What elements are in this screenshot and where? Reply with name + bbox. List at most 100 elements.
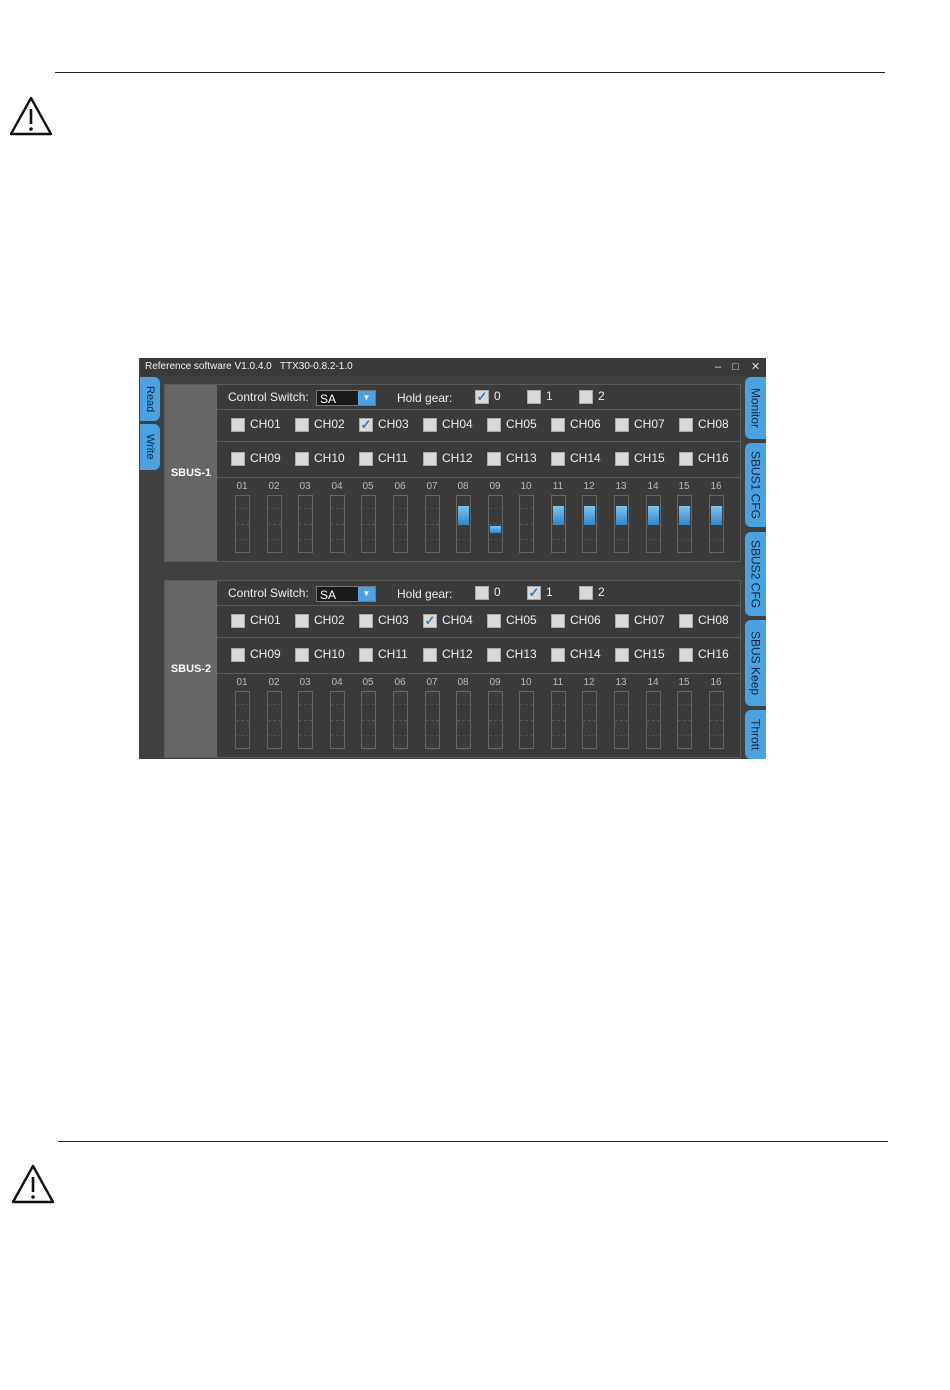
channel-bar [646,495,661,553]
channel-checkbox-ch16[interactable] [679,648,693,662]
channel-bar [614,691,629,749]
hold-gear-checkbox-2[interactable] [579,586,593,600]
channel-bar [235,495,250,553]
channel-bar-label: 01 [236,677,248,688]
title-bar: Reference software V1.0.4.0 TTX30-0.8.2-… [139,358,766,376]
bar-fill [553,506,564,525]
divider [217,673,741,674]
channel-checkbox-ch09[interactable] [231,452,245,466]
channel-checkbox-ch11[interactable] [359,648,373,662]
channel-checkbox-ch04[interactable]: ✓ [423,613,437,628]
control-switch-select[interactable]: SA▼ [316,390,376,406]
control-switch-label: Control Switch: [228,586,309,600]
channel-checkbox-ch11[interactable] [359,452,373,466]
channel-label: CH14 [570,647,601,661]
channel-bar [425,691,440,749]
hold-gear-checkbox-1[interactable]: ✓ [527,585,541,600]
tab-throttle[interactable]: Thrott [745,710,766,759]
channel-bar-label: 03 [299,481,311,492]
channel-checkbox-ch05[interactable] [487,614,501,628]
channel-label: CH03 [378,417,409,431]
bottom-rule [58,1141,888,1142]
control-switch-select[interactable]: SA▼ [316,586,376,602]
channel-checkbox-ch02[interactable] [295,418,309,432]
channel-bar [235,691,250,749]
minimize-button[interactable]: – [715,361,722,373]
tab-monitor[interactable]: Monitor [745,377,766,439]
channel-bar [393,495,408,553]
channel-checkbox-ch12[interactable] [423,648,437,662]
channel-label: CH03 [378,613,409,627]
channel-bar-label: 10 [520,677,532,688]
channel-label: CH11 [378,451,408,465]
channel-label: CH09 [250,647,281,661]
channel-checkbox-ch01[interactable] [231,614,245,628]
channel-label: CH05 [506,417,537,431]
channel-checkbox-ch08[interactable] [679,418,693,432]
channel-checkbox-ch16[interactable] [679,452,693,466]
tab-throttle-label: Thrott [748,718,763,751]
channel-checkbox-ch03[interactable]: ✓ [359,417,373,432]
tab-sbus2-cfg[interactable]: SBUS2 CFG [745,532,766,616]
channel-label: CH15 [634,451,665,465]
channel-label: CH10 [314,451,345,465]
channel-checkbox-ch02[interactable] [295,614,309,628]
channel-bar [330,691,345,749]
tab-read[interactable]: Read [140,377,160,421]
channel-checkbox-ch15[interactable] [615,452,629,466]
bar-fill [584,506,595,525]
tab-write[interactable]: Write [140,424,160,470]
channel-checkbox-ch08[interactable] [679,614,693,628]
channel-checkbox-ch05[interactable] [487,418,501,432]
channel-checkbox-ch09[interactable] [231,648,245,662]
tab-sbus1-cfg-label: SBUS1 CFG [748,450,763,519]
channel-checkbox-ch14[interactable] [551,452,565,466]
warning-triangle-icon [11,1164,55,1204]
hold-gear-checkbox-2[interactable] [579,390,593,404]
hold-gear-checkbox-0[interactable]: ✓ [475,389,489,404]
channel-checkbox-ch13[interactable] [487,648,501,662]
app-window: Reference software V1.0.4.0 TTX30-0.8.2-… [139,358,766,759]
hold-gear-checkbox-1[interactable] [527,390,541,404]
channel-checkbox-ch06[interactable] [551,614,565,628]
close-button[interactable]: ✕ [751,361,761,373]
hold-gear-label: Hold gear: [397,587,453,601]
channel-label: CH14 [570,451,601,465]
hold-gear-option-label: 0 [494,585,501,599]
channel-bar-label: 04 [331,677,343,688]
channel-checkbox-ch06[interactable] [551,418,565,432]
channel-checkbox-ch07[interactable] [615,614,629,628]
channel-checkbox-ch01[interactable] [231,418,245,432]
channel-checkbox-ch07[interactable] [615,418,629,432]
channel-label: CH12 [442,647,473,661]
channel-bar-label: 15 [678,677,690,688]
channel-checkbox-ch12[interactable] [423,452,437,466]
tab-sbus1-cfg[interactable]: SBUS1 CFG [745,443,766,527]
channel-bar [677,691,692,749]
channel-checkbox-ch04[interactable] [423,418,437,432]
channel-label: CH13 [506,647,537,661]
channel-bar-label: 14 [647,677,659,688]
channel-bar-label: 06 [394,677,406,688]
channel-label: CH01 [250,613,281,627]
channel-checkbox-ch14[interactable] [551,648,565,662]
divider [217,409,741,410]
channel-checkbox-ch10[interactable] [295,452,309,466]
channel-bar-label: 08 [457,481,469,492]
chevron-down-icon[interactable]: ▼ [358,587,375,601]
channel-bar-label: 02 [268,677,280,688]
channel-checkbox-ch13[interactable] [487,452,501,466]
channel-label: CH08 [698,613,729,627]
chevron-down-icon[interactable]: ▼ [358,391,375,405]
channel-checkbox-ch03[interactable] [359,614,373,628]
tab-sbus-keep[interactable]: SBUS Keep [745,620,766,706]
maximize-button[interactable]: □ [732,361,739,373]
channel-bar [425,495,440,553]
channel-checkbox-ch10[interactable] [295,648,309,662]
bar-fill [648,506,659,525]
channel-bar-label: 12 [583,677,595,688]
channel-checkbox-ch15[interactable] [615,648,629,662]
hold-gear-checkbox-0[interactable] [475,586,489,600]
channel-bar-label: 03 [299,677,311,688]
channel-bar-label: 15 [678,481,690,492]
